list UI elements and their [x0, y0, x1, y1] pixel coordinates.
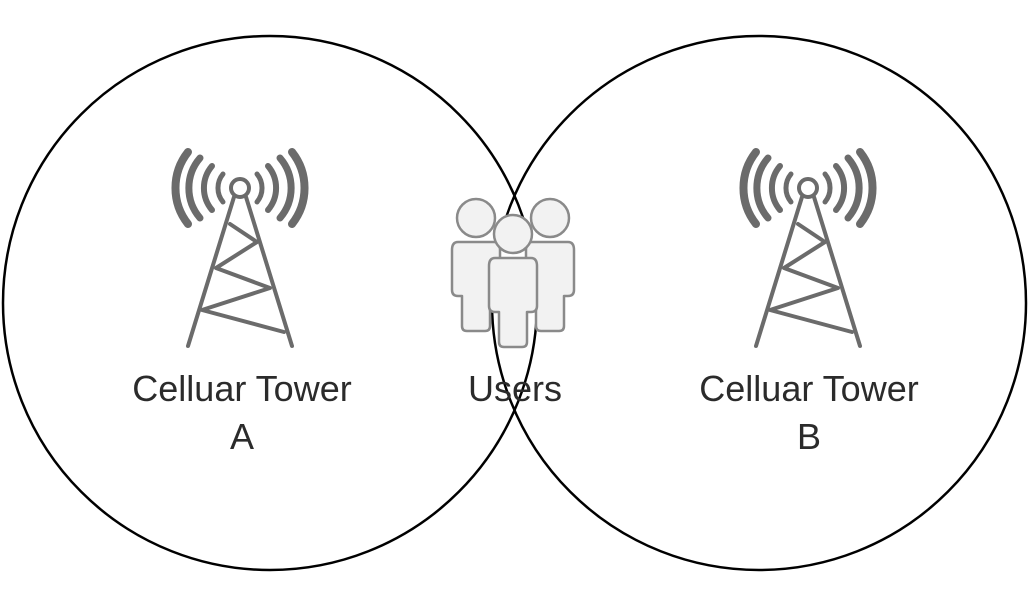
tower-b-coverage-circle	[490, 34, 1028, 572]
users-label: Users	[468, 368, 562, 409]
tower-b-label-line-2: B	[797, 416, 821, 457]
cell-tower-icon	[171, 148, 309, 348]
tower-a-label-line-2: A	[230, 416, 254, 457]
users-group-icon	[450, 197, 576, 349]
tower-b-label-line-1: Celluar Tower	[699, 368, 918, 409]
tower-a-coverage-circle	[1, 34, 539, 572]
cell-tower-icon	[739, 148, 877, 348]
tower-a-label-line-1: Celluar Tower	[132, 368, 351, 409]
